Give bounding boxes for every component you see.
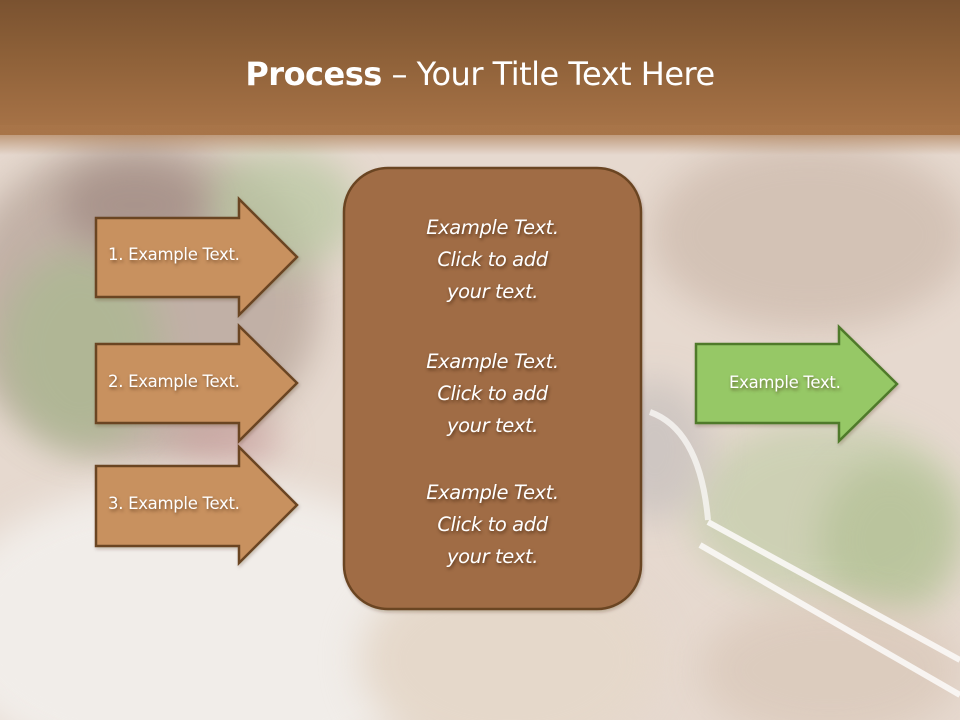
title-bold: Process <box>245 55 382 93</box>
left-arrow-3-label[interactable]: 3. Example Text. <box>108 494 240 513</box>
center-block-3-line-1: Example Text. <box>426 481 559 504</box>
left-arrow-2-shape[interactable] <box>94 323 299 445</box>
center-block-3-line-2: Click to add <box>437 513 548 536</box>
center-box-shape[interactable] <box>342 166 643 611</box>
left-arrow-3-shape[interactable] <box>94 443 299 567</box>
center-text-block-3[interactable]: Example Text. Click to add your text. <box>344 477 641 573</box>
center-block-2-line-1: Example Text. <box>426 350 559 373</box>
center-block-1-line-3: your text. <box>446 280 539 303</box>
left-arrow-1-shape[interactable] <box>94 195 299 319</box>
center-block-1-line-1: Example Text. <box>426 216 559 239</box>
center-text-block-1[interactable]: Example Text. Click to add your text. <box>344 212 641 308</box>
right-arrow-label[interactable]: Example Text. <box>729 373 841 392</box>
left-arrow-2-label[interactable]: 2. Example Text. <box>108 372 240 391</box>
slide-title[interactable]: Process – Your Title Text Here <box>0 52 960 96</box>
center-block-1-line-2: Click to add <box>437 248 548 271</box>
title-separator: – <box>381 55 417 93</box>
center-block-2-line-3: your text. <box>446 414 539 437</box>
center-block-3-line-3: your text. <box>446 545 539 568</box>
center-block-2-line-2: Click to add <box>437 382 548 405</box>
title-bar <box>0 0 960 135</box>
title-text: Your Title Text Here <box>416 55 716 93</box>
left-arrow-1-label[interactable]: 1. Example Text. <box>108 245 240 264</box>
center-text-block-2[interactable]: Example Text. Click to add your text. <box>344 346 641 442</box>
right-arrow-shape[interactable] <box>694 324 899 444</box>
title-bar-fade <box>0 125 960 155</box>
